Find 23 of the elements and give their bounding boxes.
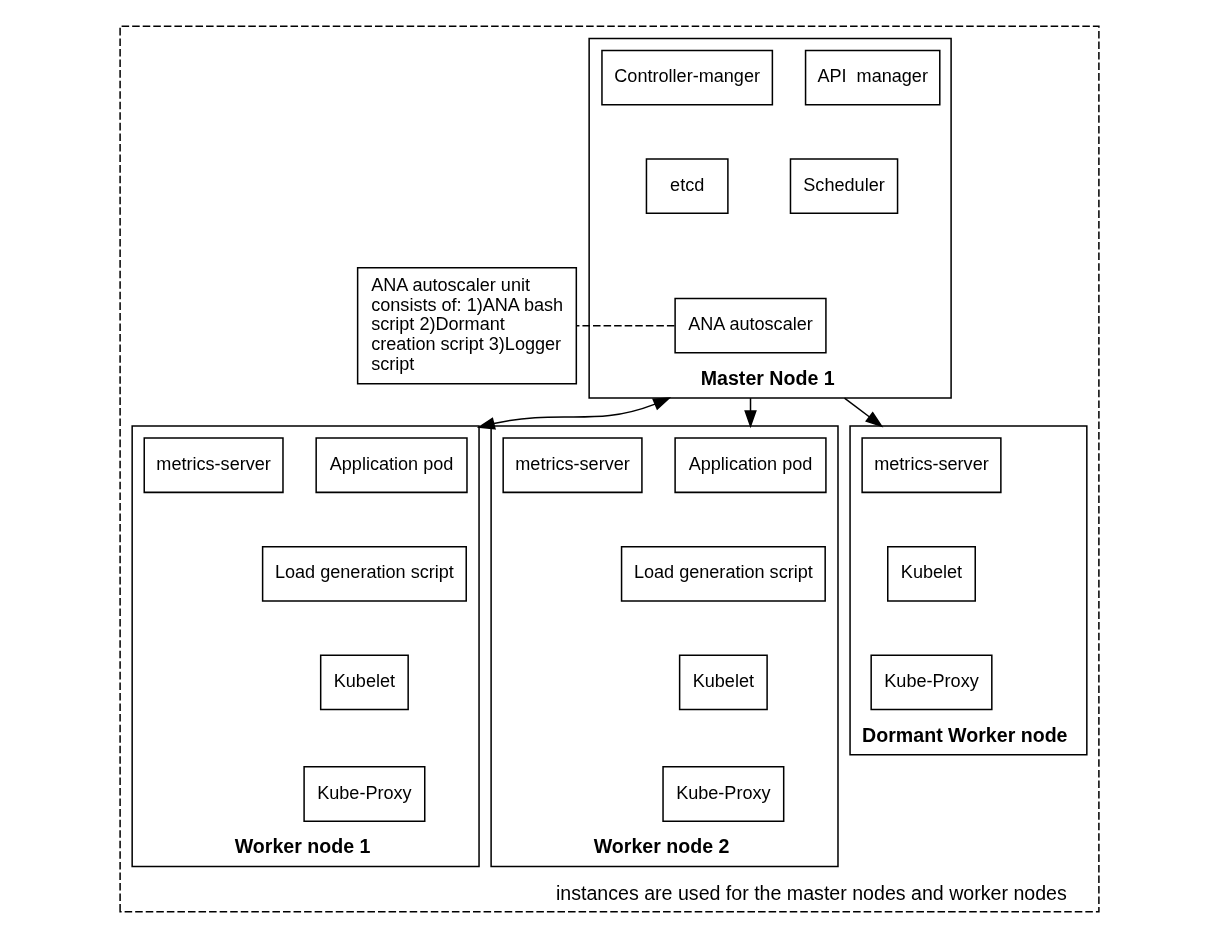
node-box: Application pod xyxy=(673,437,827,494)
node-box: metrics-server xyxy=(142,437,284,494)
node-box: Kubelet xyxy=(678,654,768,711)
node-box: Application pod xyxy=(314,437,468,494)
node-box: Load generation script xyxy=(261,545,467,602)
node-box: Load generation script xyxy=(620,545,826,602)
connector xyxy=(575,324,675,327)
arrow xyxy=(743,397,757,429)
node-box: Kubelet xyxy=(319,654,409,711)
node-box: metrics-server xyxy=(501,437,643,494)
node-box: Kube-Proxy xyxy=(302,766,425,822)
node-box: ANA autoscaler unit consists of: 1)ANA bash script 2)Dormant creation script 3)Logger script xyxy=(356,266,577,385)
node-box: etcd xyxy=(645,158,729,215)
node-box: Kubelet xyxy=(886,545,976,602)
arrow xyxy=(843,397,883,428)
node-box: ANA autoscaler xyxy=(673,297,827,354)
node-box: Scheduler xyxy=(789,158,898,215)
node-box: metrics-server xyxy=(860,437,1002,494)
arrow xyxy=(476,397,671,430)
node-box: Kube-Proxy xyxy=(869,654,993,711)
node-box: Kube-Proxy xyxy=(661,766,784,822)
node-box: API manager xyxy=(804,49,941,106)
node-box: Controller-manger xyxy=(600,49,773,106)
